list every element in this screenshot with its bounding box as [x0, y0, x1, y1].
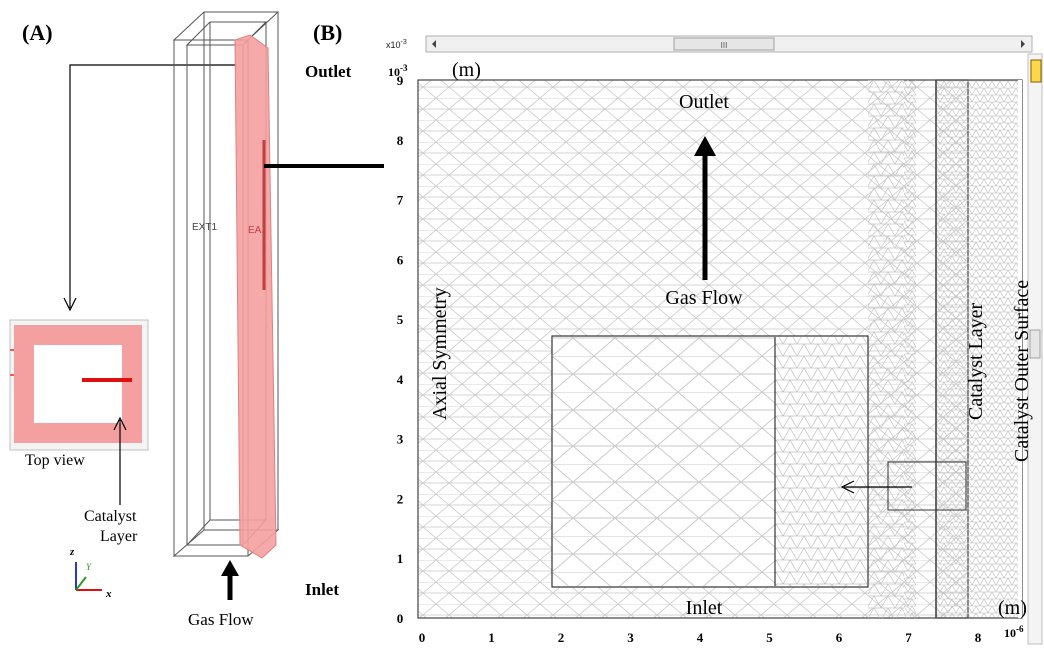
- x-unit-label: (m): [998, 597, 1027, 619]
- toolbar-icon: [1030, 59, 1042, 83]
- zoom-inset: [551, 335, 869, 588]
- x-tick-label: 4: [697, 630, 704, 645]
- corner-exponent: x10-3: [386, 39, 407, 50]
- vertical-scrollbar[interactable]: [1027, 53, 1043, 645]
- mesh-inlet-label: Inlet: [686, 597, 723, 619]
- catalyst-outer-surface-label: Catalyst Outer Surface: [1011, 280, 1033, 462]
- y-tick-label: 6: [397, 252, 404, 267]
- x-tick-label: 5: [766, 630, 773, 645]
- y-tick-label: 3: [397, 432, 404, 447]
- topview-pointer-line: [69, 64, 236, 308]
- x-tick-label: 0: [419, 630, 426, 645]
- y-tick-label: 4: [397, 372, 404, 387]
- y-tick-label: 2: [397, 491, 404, 506]
- top-view-label: Top view: [25, 452, 85, 469]
- mesh-svg: III x10-3: [386, 35, 1043, 645]
- catalyst-layer-region: [935, 79, 1023, 619]
- horizontal-scrollbar[interactable]: III: [425, 35, 1033, 53]
- reactor-3d-diagram: EA. EXT1 z Y x: [9, 11, 384, 600]
- axis-y-label: Y: [86, 562, 92, 572]
- scrollbar-thumb: [673, 37, 775, 51]
- zoom-source-box: [887, 461, 967, 511]
- catalyst-plane: [234, 34, 277, 559]
- left-inlet-label: Inlet: [305, 580, 339, 599]
- x-unit-base: 10-6: [1004, 624, 1024, 640]
- topview-pointer-arrowhead: [63, 297, 77, 312]
- mesh-plot-window: III x10-3: [384, 32, 1044, 650]
- mesh-gas-flow-label: Gas Flow: [665, 287, 743, 309]
- x-axis-ticks: 0 1 2 3 4 5 6 7 8: [419, 630, 982, 645]
- vscroll-thumb: [1029, 329, 1041, 359]
- axis-z-label: z: [69, 546, 75, 558]
- scroll-left-icon: [432, 40, 436, 48]
- catalyst-label-line2: Layer: [100, 528, 138, 545]
- y-tick-label: 9: [397, 73, 404, 88]
- y-axis-ticks: 0 1 2 3 4 5 6 7 8 9: [397, 73, 404, 626]
- catalyst-layer-label: Catalyst Layer: [965, 302, 987, 420]
- panel-b-label: (B): [313, 20, 343, 45]
- x-tick-label: 6: [836, 630, 843, 645]
- y-tick-label: 7: [397, 193, 404, 208]
- panel-a-label: (A): [22, 20, 53, 45]
- y-tick-label: 1: [397, 551, 404, 566]
- axis-x-label: x: [105, 588, 112, 600]
- left-outlet-label: Outlet: [305, 62, 352, 81]
- left-gas-flow-label: Gas Flow: [188, 610, 254, 629]
- axial-symmetry-label: Axial Symmetry: [429, 287, 451, 420]
- catalyst-label-line1: Catalyst: [84, 508, 137, 525]
- mesh-outlet-label: Outlet: [679, 91, 729, 113]
- x-tick-label: 3: [627, 630, 634, 645]
- ext-label: EXT1: [192, 222, 217, 233]
- x-tick-label: 7: [905, 630, 912, 645]
- x-tick-label: 2: [558, 630, 565, 645]
- y-tick-label: 5: [397, 312, 404, 327]
- layer-label: EA.: [248, 225, 264, 236]
- scroll-right-icon: [1021, 40, 1025, 48]
- axis-triad-icon: [75, 562, 102, 591]
- scrollbar-thumb-grip: III: [721, 41, 728, 50]
- top-view-box: [9, 319, 149, 451]
- x-tick-label: 8: [975, 630, 982, 645]
- y-tick-label: 8: [397, 133, 404, 148]
- y-unit-label: (m): [452, 59, 481, 81]
- y-tick-label: 0: [397, 611, 404, 626]
- y-unit-base: 10-3: [388, 63, 408, 79]
- x-tick-label: 1: [488, 630, 495, 645]
